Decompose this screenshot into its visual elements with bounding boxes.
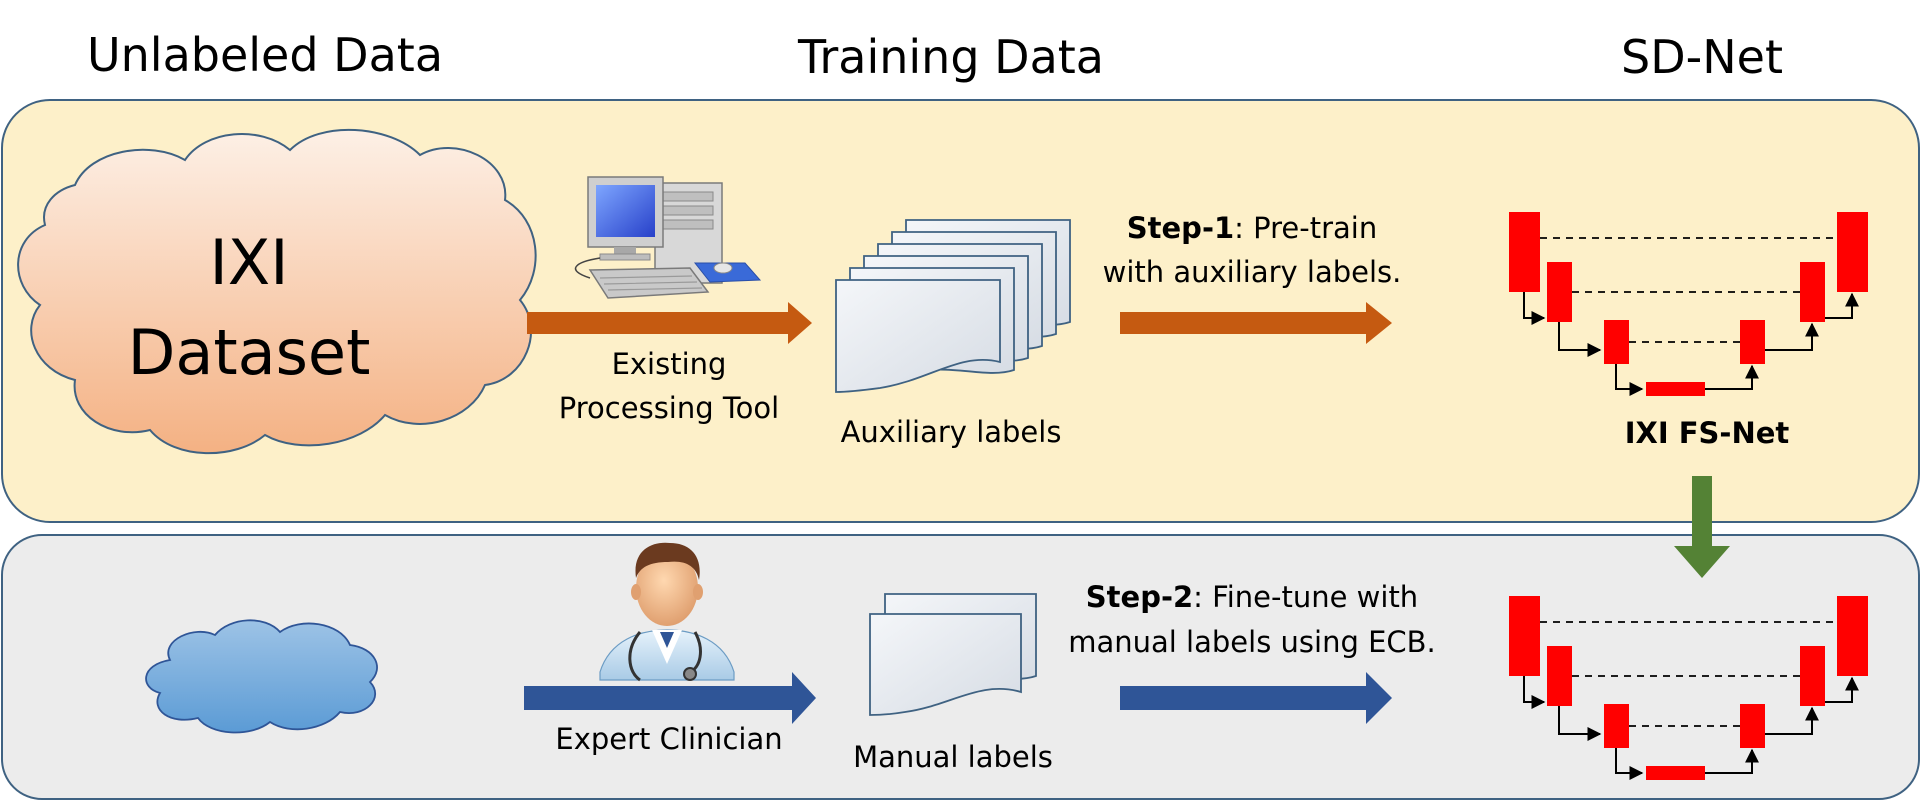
finetune-arrow-2 xyxy=(1120,672,1392,724)
pretrain-arrow-1 xyxy=(527,302,812,344)
cloud-icon xyxy=(17,128,537,455)
step1-line1: Step-1: Pre-train xyxy=(1127,211,1377,245)
computer-icon xyxy=(574,176,762,299)
cloud-label-line1: IXI xyxy=(209,226,288,299)
header-sd-net: SD-Net xyxy=(1621,30,1783,84)
manual-labels-caption: Manual labels xyxy=(853,740,1053,774)
document-stack-icon-manual xyxy=(869,593,1037,716)
step2-line2: manual labels using ECB. xyxy=(1068,625,1436,659)
header-training-data: Training Data xyxy=(797,30,1104,84)
step1-line2: with auxiliary labels. xyxy=(1103,255,1402,289)
pretrain-arrow-2 xyxy=(1120,302,1392,344)
expert-clinician-label: Expert Clinician xyxy=(555,722,782,756)
auxiliary-labels-caption: Auxiliary labels xyxy=(841,415,1062,449)
cloud-icon-small xyxy=(145,619,378,734)
tool-label-line1: Existing xyxy=(612,347,727,381)
ixi-fsnet-caption: IXI FS-Net xyxy=(1625,416,1790,450)
tool-label-line2: Processing Tool xyxy=(559,391,779,425)
transfer-arrow xyxy=(1674,476,1730,578)
cloud-label-line2: Dataset xyxy=(128,316,371,389)
step2-line1: Step-2: Fine-tune with xyxy=(1086,580,1418,614)
finetune-arrow-1 xyxy=(524,672,816,724)
header-unlabeled-data: Unlabeled Data xyxy=(87,28,443,82)
document-stack-icon xyxy=(835,219,1071,393)
doctor-icon xyxy=(599,542,735,682)
